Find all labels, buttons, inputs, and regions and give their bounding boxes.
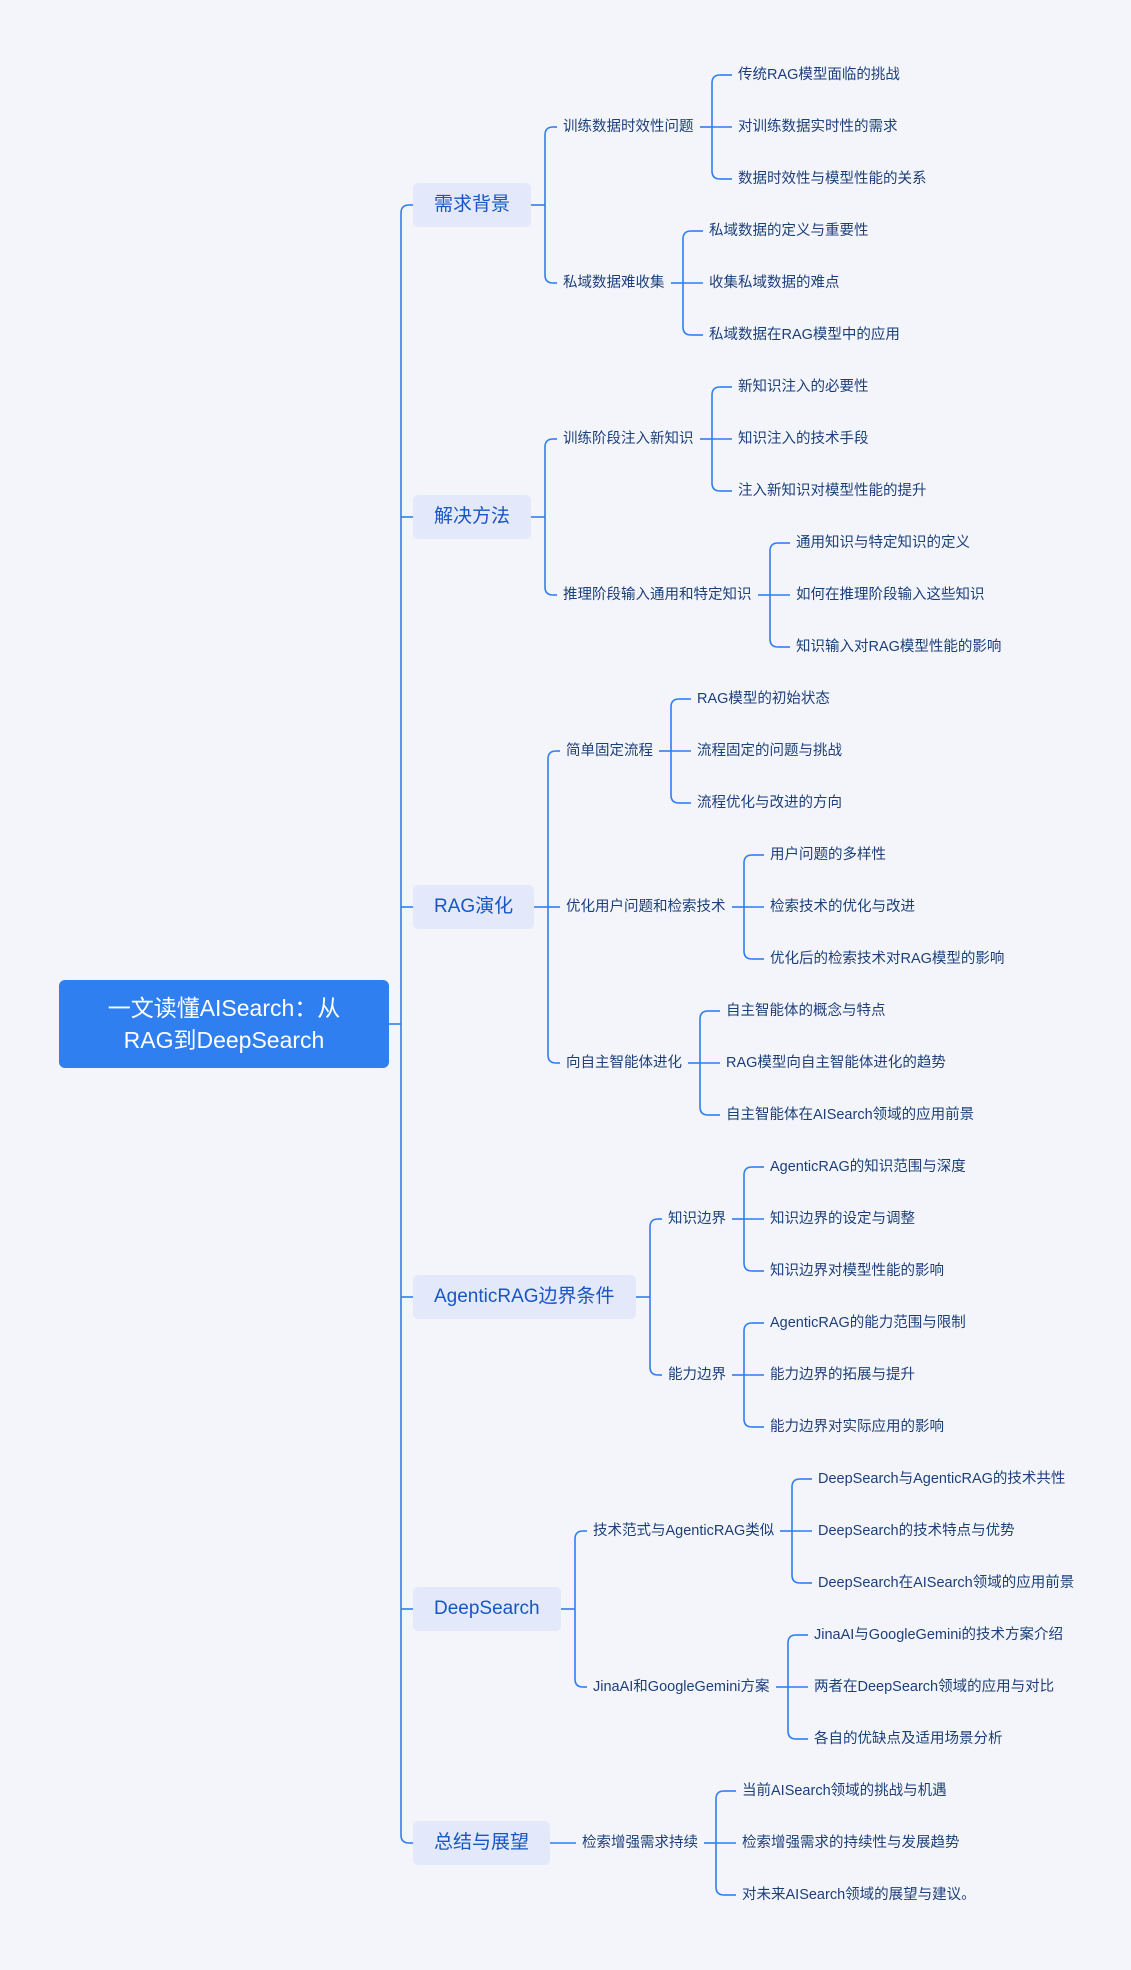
leaf-label[interactable]: 流程固定的问题与挑战 <box>697 743 842 759</box>
leaf-label[interactable]: 知识边界对模型性能的影响 <box>770 1263 944 1279</box>
subtopic-label[interactable]: 能力边界 <box>668 1367 726 1383</box>
subtopic-label[interactable]: 技术范式与AgenticRAG类似 <box>593 1523 775 1539</box>
subtopic-label[interactable]: 私域数据难收集 <box>563 275 665 291</box>
leaf-label[interactable]: 能力边界对实际应用的影响 <box>770 1419 944 1435</box>
subtopic-label[interactable]: 知识边界 <box>668 1211 726 1227</box>
root-node[interactable]: 一文读懂AISearch：从RAG到DeepSearch <box>59 980 389 1068</box>
subtopic-label[interactable]: 训练数据时效性问题 <box>563 119 694 135</box>
subtopic-label[interactable]: 简单固定流程 <box>566 743 653 759</box>
subtopic-label[interactable]: 优化用户问题和检索技术 <box>566 899 726 915</box>
leaf-label[interactable]: 自主智能体的概念与特点 <box>726 1003 886 1019</box>
subtopic-label[interactable]: 向自主智能体进化 <box>566 1055 682 1071</box>
leaf-label[interactable]: RAG模型的初始状态 <box>697 691 830 707</box>
branch-node[interactable]: 需求背景 <box>413 183 532 227</box>
leaf-label[interactable]: 传统RAG模型面临的挑战 <box>738 67 900 83</box>
subtopic-label[interactable]: 检索增强需求持续 <box>582 1835 698 1851</box>
leaf-label[interactable]: 数据时效性与模型性能的关系 <box>738 171 927 187</box>
leaf-label[interactable]: 收集私域数据的难点 <box>709 275 840 291</box>
leaf-label[interactable]: 优化后的检索技术对RAG模型的影响 <box>770 951 1005 967</box>
leaf-label[interactable]: 各自的优缺点及适用场景分析 <box>814 1731 1003 1747</box>
subtopic-label[interactable]: 推理阶段输入通用和特定知识 <box>563 587 752 603</box>
leaf-label[interactable]: 对未来AISearch领域的展望与建议。 <box>742 1887 976 1903</box>
leaf-label[interactable]: 自主智能体在AISearch领域的应用前景 <box>726 1107 975 1123</box>
leaf-label[interactable]: DeepSearch在AISearch领域的应用前景 <box>818 1575 1075 1591</box>
leaf-label[interactable]: 两者在DeepSearch领域的应用与对比 <box>814 1679 1055 1695</box>
leaf-label[interactable]: 知识注入的技术手段 <box>738 431 869 447</box>
leaf-label[interactable]: 知识输入对RAG模型性能的影响 <box>796 639 1002 655</box>
leaf-label[interactable]: 对训练数据实时性的需求 <box>738 119 898 135</box>
leaf-label[interactable]: AgenticRAG的能力范围与限制 <box>770 1315 966 1331</box>
root-title: 一文读懂AISearch：从RAG到DeepSearch <box>107 995 341 1053</box>
branch-node[interactable]: 解决方法 <box>413 495 532 539</box>
branch-node[interactable]: 总结与展望 <box>413 1821 551 1865</box>
leaf-label[interactable]: 私域数据的定义与重要性 <box>709 223 869 239</box>
leaf-label[interactable]: RAG模型向自主智能体进化的趋势 <box>726 1055 946 1071</box>
subtopic-label[interactable]: JinaAI和GoogleGemini方案 <box>593 1679 770 1695</box>
leaf-label[interactable]: JinaAI与GoogleGemini的技术方案介绍 <box>814 1627 1063 1643</box>
leaf-label[interactable]: 用户问题的多样性 <box>770 847 886 863</box>
leaf-label[interactable]: 通用知识与特定知识的定义 <box>796 535 970 551</box>
leaf-label[interactable]: 流程优化与改进的方向 <box>697 795 842 811</box>
leaf-label[interactable]: 能力边界的拓展与提升 <box>770 1367 915 1383</box>
leaf-label[interactable]: DeepSearch与AgenticRAG的技术共性 <box>818 1471 1066 1487</box>
leaf-label[interactable]: AgenticRAG的知识范围与深度 <box>770 1159 966 1175</box>
leaf-label[interactable]: 私域数据在RAG模型中的应用 <box>709 327 900 343</box>
branch-node[interactable]: DeepSearch <box>413 1587 561 1631</box>
leaf-label[interactable]: 当前AISearch领域的挑战与机遇 <box>742 1783 947 1799</box>
leaf-label[interactable]: DeepSearch的技术特点与优势 <box>818 1523 1015 1539</box>
leaf-label[interactable]: 新知识注入的必要性 <box>738 379 869 395</box>
branch-node[interactable]: RAG演化 <box>413 885 535 929</box>
leaf-label[interactable]: 检索技术的优化与改进 <box>770 899 915 915</box>
leaf-label[interactable]: 如何在推理阶段输入这些知识 <box>796 587 985 603</box>
leaf-label[interactable]: 注入新知识对模型性能的提升 <box>738 483 927 499</box>
leaf-label[interactable]: 知识边界的设定与调整 <box>770 1211 915 1227</box>
leaf-label[interactable]: 检索增强需求的持续性与发展趋势 <box>742 1835 960 1851</box>
subtopic-label[interactable]: 训练阶段注入新知识 <box>563 431 694 447</box>
branch-node[interactable]: AgenticRAG边界条件 <box>413 1275 636 1319</box>
